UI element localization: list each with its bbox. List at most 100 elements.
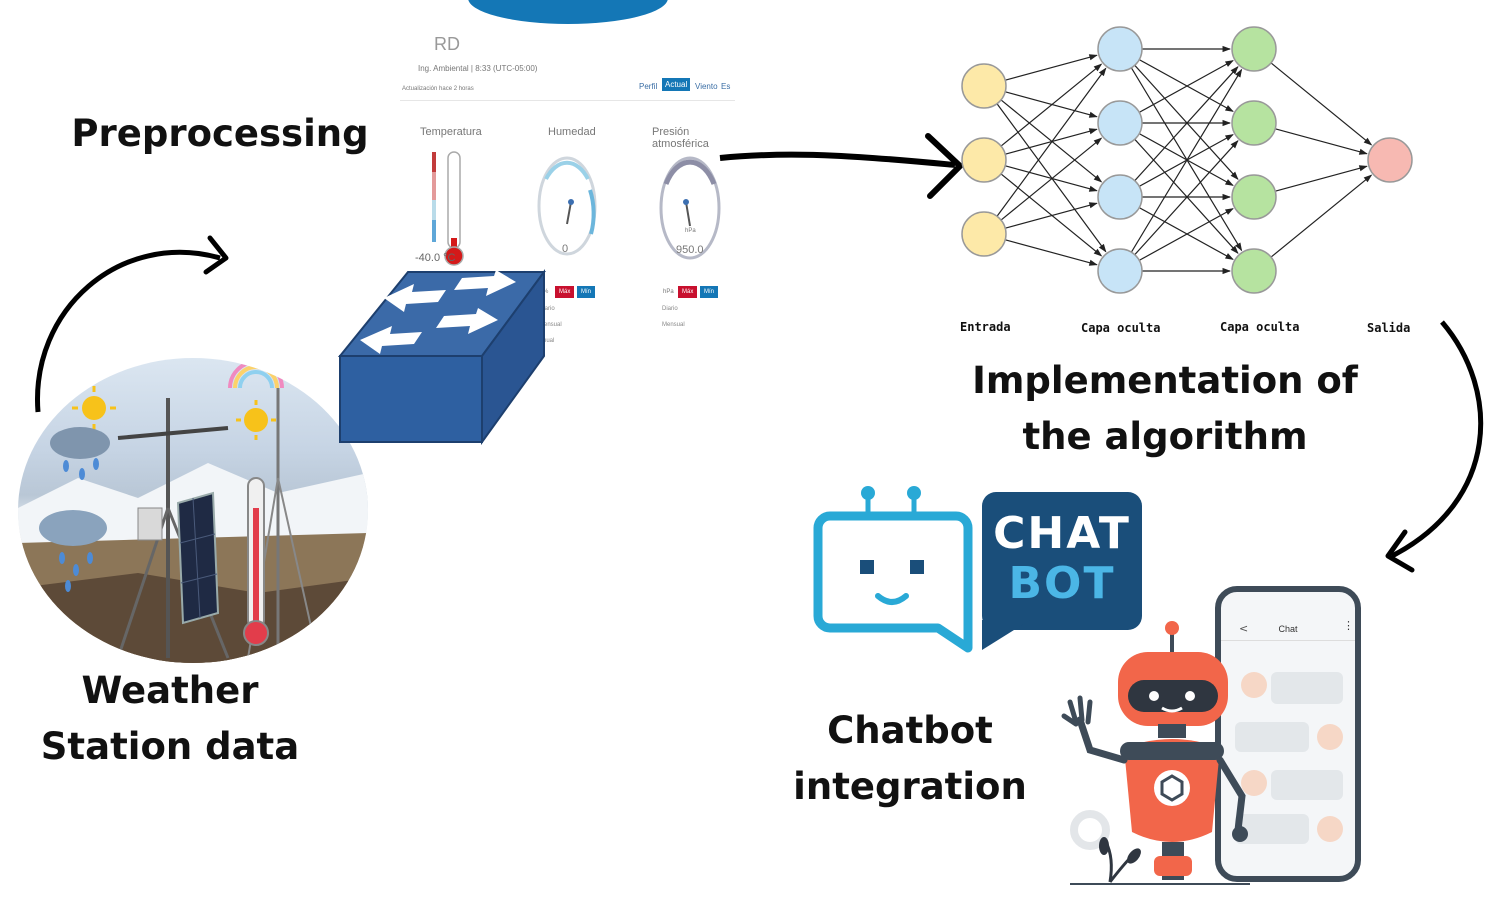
nn-node bbox=[961, 137, 1007, 183]
layer-label-input: Entrada bbox=[960, 320, 1011, 334]
pressure-reading: 950.0 bbox=[676, 244, 704, 256]
nn-connection bbox=[1000, 63, 1102, 147]
panel-humidity-title: Humedad bbox=[548, 126, 596, 138]
weather-scene bbox=[18, 360, 368, 663]
nn-arrowhead bbox=[1222, 45, 1231, 53]
nn-node bbox=[1097, 248, 1143, 294]
nn-arrowhead bbox=[1088, 111, 1098, 118]
pressure-stats-unit: hPa bbox=[663, 289, 674, 295]
chat-bubble bbox=[1235, 722, 1309, 752]
nn-arrowhead bbox=[1093, 63, 1103, 72]
user-avatar bbox=[1241, 672, 1267, 698]
nn-arrowhead bbox=[1224, 253, 1234, 260]
nn-arrowhead bbox=[1224, 208, 1234, 215]
dashboard-header-arc bbox=[468, 0, 668, 24]
arrow-network-to-chatbot bbox=[1390, 320, 1484, 559]
nn-connection bbox=[1000, 173, 1102, 257]
layer-label-output: Salida bbox=[1367, 321, 1411, 335]
tab-perfil[interactable]: Perfil bbox=[639, 82, 658, 91]
network-switch-icon bbox=[337, 268, 546, 446]
nn-node bbox=[1231, 26, 1277, 72]
nn-arrowhead bbox=[1093, 174, 1103, 183]
pressure-min-button[interactable]: Mín bbox=[700, 286, 719, 298]
chatbot-logo bbox=[982, 492, 1142, 630]
sun-icon bbox=[82, 396, 106, 420]
chatbot-logo-line1: CHAT bbox=[993, 508, 1131, 559]
nn-arrowhead bbox=[1222, 119, 1231, 127]
nn-node bbox=[1097, 100, 1143, 146]
nn-node bbox=[1231, 248, 1277, 294]
nn-arrowhead bbox=[1230, 66, 1239, 75]
nn-arrowhead bbox=[1098, 243, 1107, 253]
robot-mascot bbox=[1061, 621, 1250, 885]
nn-arrowhead bbox=[1224, 105, 1234, 112]
nn-connection bbox=[1138, 207, 1234, 260]
nn-node bbox=[1231, 100, 1277, 146]
nn-arrowhead bbox=[1088, 128, 1098, 135]
nn-arrowhead bbox=[1088, 54, 1098, 61]
user-avatar bbox=[1241, 770, 1267, 796]
tab-viento[interactable]: Viento bbox=[695, 82, 718, 91]
nn-connection bbox=[1275, 128, 1367, 155]
nn-connection bbox=[1138, 60, 1234, 113]
nn-connection bbox=[996, 67, 1107, 217]
nn-arrowhead bbox=[1230, 140, 1239, 149]
nn-arrowhead bbox=[1230, 245, 1239, 254]
implementation-label: Implementation of the algorithm bbox=[972, 359, 1358, 458]
chatbot-logo-tail bbox=[982, 620, 1030, 650]
nn-node bbox=[1097, 174, 1143, 220]
dashboard-subtitle: Ing. Ambiental | 8:33 (UTC-05:00) bbox=[418, 64, 538, 73]
humidity-max-button[interactable]: Máx bbox=[555, 286, 575, 298]
layer-label-hidden-2: Capa oculta bbox=[1220, 320, 1300, 334]
nn-arrowhead bbox=[1222, 193, 1231, 201]
nn-arrowhead bbox=[1358, 165, 1368, 172]
weather-dashboard: RD Ing. Ambiental | 8:33 (UTC-05:00) Act… bbox=[400, 0, 740, 344]
pressure-gauge bbox=[659, 156, 721, 260]
nn-connection bbox=[1005, 54, 1097, 81]
nn-arrowhead bbox=[1358, 148, 1368, 155]
phone-chat-header: Chat bbox=[1278, 624, 1298, 634]
nn-connection bbox=[1005, 239, 1097, 266]
arrow-preprocessing-to-network bbox=[719, 151, 956, 168]
layer-label-hidden-1: Capa oculta bbox=[1081, 321, 1161, 335]
nn-node bbox=[961, 211, 1007, 257]
nn-node bbox=[961, 63, 1007, 109]
nn-arrowhead bbox=[1224, 179, 1234, 186]
pressure-max-button[interactable]: Máx bbox=[678, 286, 698, 298]
nn-arrowhead bbox=[1363, 174, 1373, 183]
panel-pressure-title: Presión atmosférica bbox=[652, 126, 709, 150]
dashboard-update-note: Actualización hace 2 horas bbox=[402, 86, 474, 92]
nn-connection bbox=[1005, 165, 1097, 192]
weather-station-photo bbox=[18, 358, 368, 663]
nn-arrowhead bbox=[1235, 242, 1243, 252]
phone-menu-icon[interactable]: ⋮ bbox=[1343, 619, 1354, 632]
nn-arrowhead bbox=[1098, 67, 1107, 77]
nn-arrowhead bbox=[1093, 137, 1103, 146]
nn-arrowhead bbox=[1235, 68, 1243, 78]
chat-bubble bbox=[1235, 814, 1309, 844]
tab-es[interactable]: Es bbox=[721, 82, 731, 91]
humidity-min-button[interactable]: Mín bbox=[577, 286, 596, 298]
nn-connection bbox=[996, 103, 1107, 253]
humidity-reading: 0 bbox=[562, 243, 569, 255]
phone-back-icon[interactable]: < bbox=[1239, 622, 1249, 635]
nn-arrowhead bbox=[1224, 134, 1234, 141]
nn-connection bbox=[1134, 140, 1239, 256]
nn-arrowhead bbox=[1230, 171, 1239, 180]
temperature-reading: -40.0 °C bbox=[415, 252, 456, 264]
nn-connection bbox=[1134, 66, 1239, 182]
nn-connection bbox=[1130, 69, 1243, 253]
tab-actual[interactable]: Actual bbox=[662, 78, 691, 91]
nn-node bbox=[1097, 26, 1143, 72]
dashboard-title: RD bbox=[434, 34, 460, 54]
robot-chat-icon bbox=[813, 486, 973, 653]
arrow-weather-to-preprocessing bbox=[35, 249, 221, 413]
nn-node bbox=[1367, 137, 1413, 183]
nn-connection bbox=[1005, 128, 1097, 155]
nn-arrowhead bbox=[1093, 248, 1103, 257]
nn-connection bbox=[1275, 165, 1367, 192]
panel-temperature-title: Temperatura bbox=[420, 126, 482, 138]
nn-connection bbox=[1000, 137, 1102, 221]
nn-connection bbox=[1270, 174, 1372, 258]
